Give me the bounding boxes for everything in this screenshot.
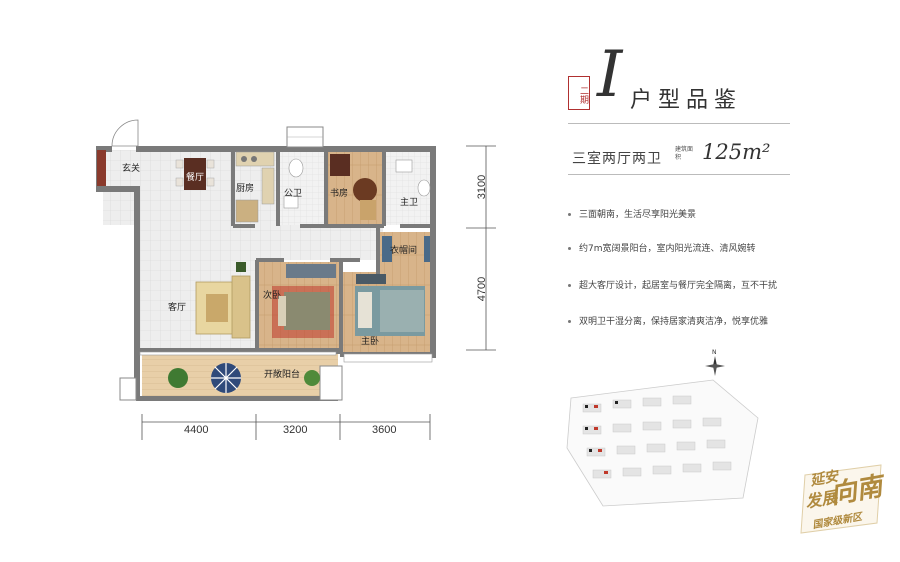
entry-door: [97, 150, 106, 186]
feature-item: 双明卫干湿分离，保持居家清爽洁净，悦享优雅: [568, 314, 768, 327]
feature-item: 约7m宽阔景阳台，室内阳光流连、清风婉转: [568, 241, 756, 254]
room-label-living: 客厅: [168, 303, 187, 313]
balcony-patio-set: [168, 363, 320, 393]
feature-text: 双明卫干湿分离，保持居家清爽洁净，悦享优雅: [579, 317, 769, 327]
page-title: 户型品鉴: [630, 88, 743, 113]
area-value: 125m²: [702, 140, 771, 164]
dimension-right-1: 3100: [476, 174, 489, 200]
feature-item: 超大客厅设计，起居室与餐厅完全隔离，互不干扰: [568, 278, 777, 291]
room-label-study: 书房: [330, 189, 349, 199]
public-bath-floor: [278, 150, 326, 225]
kitchen-counters: [235, 151, 275, 223]
summary-divider: [568, 174, 790, 175]
room-label-balcony: 开敞阳台: [264, 370, 301, 380]
phase-badge: 二期: [568, 76, 590, 110]
room-label-master-bath: 主卫: [400, 198, 419, 208]
door-swing: [111, 119, 139, 147]
living-sofa-set: [195, 262, 251, 339]
dimension-lines: [141, 145, 496, 440]
dimension-right-2: 4700: [476, 276, 489, 302]
room-label-public-bath: 公卫: [284, 189, 303, 199]
room-label-closet: 衣帽间: [390, 246, 418, 256]
room-label-entrance: 玄关: [122, 164, 141, 174]
dimension-bottom-2: 3200: [283, 424, 308, 436]
dining-table: [175, 158, 215, 190]
room-label-kitchen: 厨房: [236, 184, 255, 194]
room-label-master-bedroom: 主卧: [361, 337, 380, 347]
feature-item: 三面朝南，生活尽享阳光美景: [568, 207, 696, 220]
second-bedroom-bed: [272, 264, 336, 338]
feature-text: 超大客厅设计，起居室与餐厅完全隔离，互不干扰: [579, 281, 778, 291]
layout-type: 三室两厅两卫: [572, 151, 662, 167]
site-key-plan: [566, 379, 759, 507]
bath-fixtures: [283, 158, 431, 209]
north-compass-icon: N: [705, 349, 725, 376]
feature-text: 三面朝南，生活尽享阳光美景: [579, 210, 697, 220]
dimension-bottom-1: 4400: [184, 424, 209, 436]
feature-text: 约7m宽阔景阳台，室内阳光流连、清风婉转: [579, 244, 756, 254]
room-label-second-bedroom: 次卧: [263, 291, 282, 301]
bedroom-bay-window: [343, 353, 433, 363]
study-desk: [330, 154, 377, 220]
room-label-dining: 餐厅: [186, 173, 205, 183]
closet-rack: [382, 236, 392, 262]
closet-rack-2: [424, 236, 430, 262]
dimension-bottom-3: 3600: [372, 424, 397, 436]
hall-floor: [233, 225, 383, 260]
balcony-column: [119, 377, 137, 401]
compass-label: N: [712, 349, 717, 356]
master-bed: [355, 274, 425, 336]
layout-numeral: I: [597, 38, 623, 112]
balcony-window: [139, 351, 337, 356]
floor-plan: [96, 119, 496, 440]
area-caption: 建筑面积: [675, 146, 694, 161]
title-divider: [568, 123, 790, 124]
balcony-planter-box: [319, 365, 343, 401]
district-logo-icon: [800, 464, 882, 534]
